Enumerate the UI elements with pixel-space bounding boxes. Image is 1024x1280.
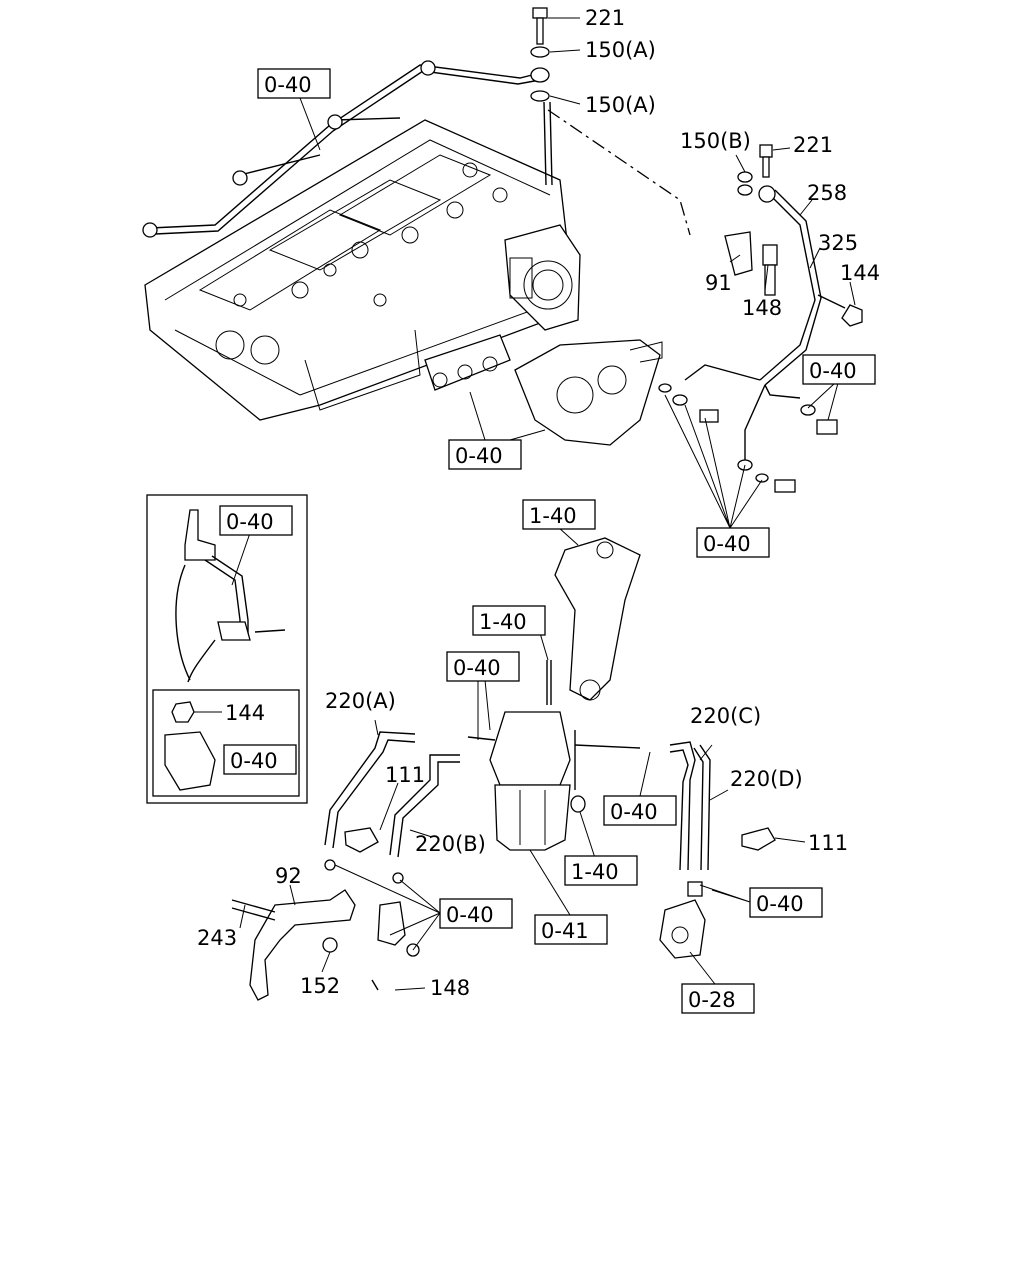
ref-0-41-filter: 0-41 — [541, 919, 589, 943]
callout-91: 91 — [705, 271, 732, 295]
ref-0-40-filter-right: 0-40 — [610, 800, 658, 824]
ref-1-40-bracket: 1-40 — [529, 504, 577, 528]
ref-0-28-sedimenter: 0-28 — [688, 988, 736, 1012]
ref-1-40-stud: 1-40 — [479, 610, 527, 634]
callout-150b: 150(B) — [680, 129, 751, 153]
ref-0-40-bracket: 0-40 — [446, 903, 494, 927]
ref-0-40-pump: 0-40 — [455, 444, 503, 468]
ref-0-40-sedimenter: 0-40 — [756, 892, 804, 916]
callout-221-right: 221 — [793, 133, 833, 157]
ref-0-40-pipe-right: 0-40 — [809, 359, 857, 383]
callout-144-inset: 144 — [225, 701, 265, 725]
water-sedimenter — [659, 881, 706, 959]
injection-pipes — [142, 60, 541, 238]
filter-bracket — [231, 859, 420, 1001]
ref-0-40-inset-top: 0-40 — [226, 510, 274, 534]
fuel-hoses — [324, 731, 776, 871]
callout-220a: 220(A) — [325, 689, 396, 713]
detail-inset — [146, 494, 308, 804]
ref-0-40-filter-top: 0-40 — [453, 656, 501, 680]
callout-111-left: 111 — [385, 763, 425, 787]
callout-92: 92 — [275, 864, 302, 888]
callout-148-bottom: 148 — [430, 976, 470, 1000]
reference-boxes — [219, 68, 876, 1014]
callout-243: 243 — [197, 926, 237, 950]
callout-220c: 220(C) — [690, 704, 761, 728]
callout-144-right: 144 — [840, 261, 880, 285]
ref-1-40-filter-bottom: 1-40 — [571, 860, 619, 884]
leak-off-pipe — [658, 144, 863, 493]
callout-220d: 220(D) — [730, 767, 803, 791]
callout-111-right: 111 — [808, 831, 848, 855]
callout-220b: 220(B) — [415, 832, 486, 856]
ref-0-40-leakoff: 0-40 — [703, 532, 751, 556]
callout-150a-upper: 150(A) — [585, 38, 656, 62]
cylinder-head-assembly — [144, 119, 576, 421]
fuel-filter-assembly — [467, 537, 641, 851]
leader-lines — [194, 17, 856, 991]
callout-148-right: 148 — [742, 296, 782, 320]
banjo-bolt-stack-top — [530, 7, 691, 236]
throttle-body — [504, 224, 581, 331]
callout-258: 258 — [807, 181, 847, 205]
callout-221-top: 221 — [585, 6, 625, 30]
ref-0-40-inset-bottom: 0-40 — [230, 749, 278, 773]
injection-pump — [424, 334, 663, 446]
callout-325: 325 — [818, 231, 858, 255]
callout-152: 152 — [300, 974, 340, 998]
callout-150a-lower: 150(A) — [585, 93, 656, 117]
ref-0-40-head: 0-40 — [264, 73, 312, 97]
